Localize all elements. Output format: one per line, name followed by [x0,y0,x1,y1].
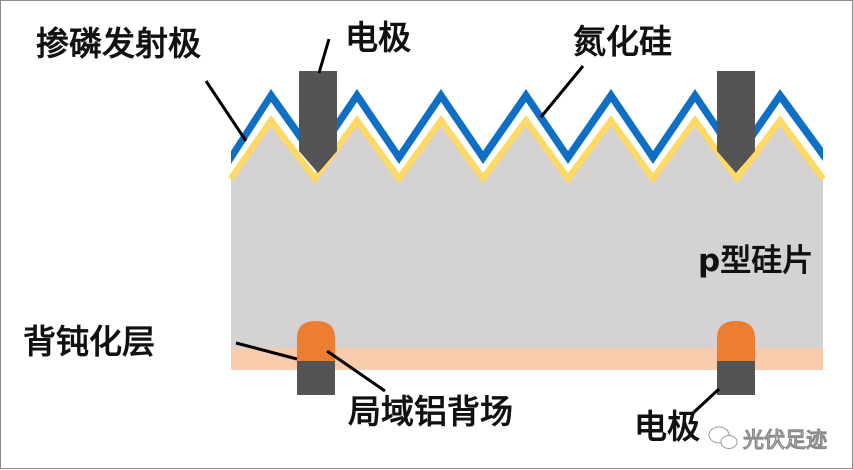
leader-line-passivation [235,341,298,361]
aluminum-bsf-left [297,321,335,361]
leader-line-emitter [204,80,248,142]
label-electrode-top: 电极 [345,18,411,57]
leader-line-bsf [326,349,386,393]
top-electrode-left [299,71,337,173]
p-type-silicon-wafer [231,161,823,363]
bottom-electrode-left [297,361,335,395]
rear-passivation-layer [231,348,823,370]
wechat-icon [708,426,738,449]
leader-line-nitride [539,65,585,118]
aluminum-bsf-right [717,321,755,361]
leader-line-electrode-top [317,38,331,74]
label-silicon-nitride: 氮化硅 [573,22,672,61]
top-electrode-right [717,71,755,173]
label-p-type-wafer: p型硅片 [698,243,813,279]
label-local-al-bsf: 局域铝背场 [348,392,513,431]
bottom-electrode-right [717,361,755,395]
watermark: 光伏足迹 [708,426,827,452]
label-phosphorus-emitter: 掺磷发射极 [36,24,201,63]
label-electrode-bottom: 电极 [634,407,700,446]
wafer-textured-top [231,126,823,191]
leader-line-electrode-bottom [691,387,721,415]
label-rear-passivation: 背钝化层 [23,322,155,361]
watermark-text: 光伏足迹 [742,428,827,452]
